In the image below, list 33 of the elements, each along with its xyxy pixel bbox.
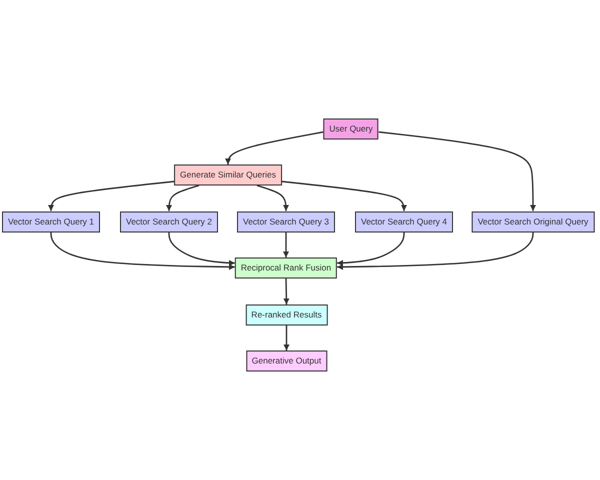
node-label: Generate Similar Queries <box>180 168 276 182</box>
node-label: Vector Search Query 3 <box>243 215 329 228</box>
arrow <box>284 326 290 350</box>
node-label: Vector Search Query 2 <box>126 215 212 228</box>
arrow <box>282 180 407 211</box>
node-label: Vector Search Query 4 <box>361 215 447 228</box>
process-box <box>245 304 328 326</box>
process-box <box>2 211 100 232</box>
process-box <box>234 258 338 278</box>
arrow <box>283 278 290 305</box>
process-box <box>323 118 379 140</box>
node-label: Vector Search Original Query <box>478 215 588 228</box>
node-label: Re-ranked Results <box>251 308 322 322</box>
arrow <box>378 131 536 211</box>
process-box <box>237 211 335 232</box>
arrow <box>225 131 324 164</box>
process-box <box>472 211 594 232</box>
node-label: Generative Output <box>252 354 322 368</box>
arrow <box>166 184 200 211</box>
process-box <box>174 164 282 186</box>
arrow <box>337 232 534 270</box>
arrow <box>168 232 235 266</box>
arrow <box>283 232 289 258</box>
process-box <box>120 211 218 232</box>
process-box <box>355 211 453 232</box>
arrow <box>48 180 174 211</box>
process-box <box>246 350 328 372</box>
arrow <box>337 232 405 266</box>
node-label: User Query <box>329 122 373 136</box>
arrow <box>50 232 235 270</box>
node-label: Vector Search Query 1 <box>8 215 94 228</box>
node-label: Reciprocal Rank Fusion <box>240 262 332 274</box>
arrow <box>256 184 289 211</box>
